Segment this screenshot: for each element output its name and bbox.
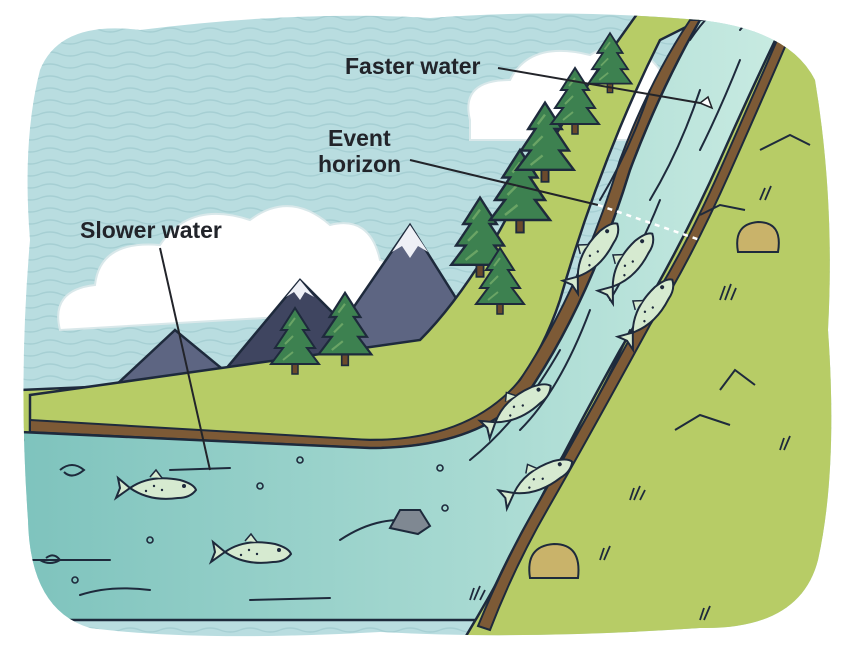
grass-tufts <box>469 185 791 621</box>
slower-water-label: Slower water <box>80 217 222 243</box>
bubbles <box>71 456 449 584</box>
fish-icon <box>477 383 552 442</box>
fish-icon <box>614 278 675 354</box>
faster-water-arrowhead <box>698 95 714 110</box>
fish-group <box>113 222 675 565</box>
event-horizon-boundary <box>597 203 701 242</box>
bush-icon <box>528 542 580 579</box>
fish-icon <box>496 458 574 513</box>
pine-tree-icon <box>586 31 634 94</box>
pine-tree-icon <box>513 100 577 183</box>
fish-icon <box>559 222 620 298</box>
slower-water-leader <box>159 247 211 471</box>
rock-icon <box>388 509 432 536</box>
pine-tree-icon <box>549 66 601 135</box>
pine-tree-icon <box>487 147 553 234</box>
fish-icon <box>208 532 293 565</box>
hillside-ledges <box>674 133 811 431</box>
pine-tree-icon <box>269 306 321 375</box>
water-swirl <box>39 464 86 564</box>
leader-lines <box>159 67 701 471</box>
event-horizon-leader <box>409 159 599 206</box>
pine-tree-icon <box>448 195 512 278</box>
event-horizon-label-line1: Event <box>328 125 391 151</box>
fish-icon <box>594 232 655 308</box>
fish-icon <box>113 468 198 501</box>
pine-tree-icon <box>316 290 374 367</box>
faster-water-label: Faster water <box>345 53 481 79</box>
pine-tree-icon <box>474 246 526 315</box>
pine-tree-group <box>269 31 634 375</box>
event-horizon-label-line2: horizon <box>318 151 401 177</box>
faster-water-leader <box>497 67 701 104</box>
bush-icon <box>736 220 780 253</box>
